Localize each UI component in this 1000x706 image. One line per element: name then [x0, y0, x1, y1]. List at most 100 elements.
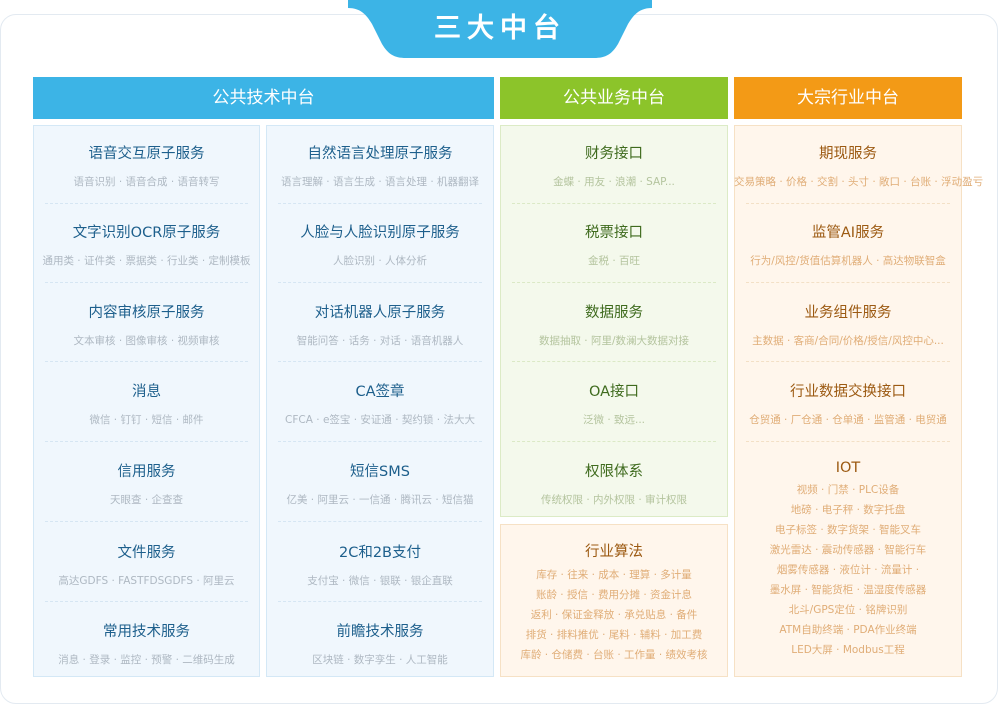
service-name: 税票接口 [585, 225, 643, 241]
divider [278, 203, 482, 204]
divider [746, 203, 950, 204]
divider [512, 203, 716, 204]
service-name: 数据服务 [585, 305, 643, 321]
service-desc: 消息 · 登录 · 监控 · 预警 · 二维码生成 [58, 654, 235, 666]
divider [512, 282, 716, 283]
service-cell: 文字识别OCR原子服务 通用类 · 证件类 · 票据类 · 行业类 · 定制模板 [33, 205, 260, 271]
service-desc: 支付宝 · 微信 · 银联 · 银企直联 [307, 575, 453, 587]
service-cell: OA接口 泛微 · 致远... [500, 364, 728, 430]
service-desc: 泛微 · 致远... [582, 414, 646, 426]
service-name: OA接口 [588, 384, 640, 400]
service-cell: 常用技术服务 消息 · 登录 · 监控 · 预警 · 二维码生成 [33, 604, 260, 670]
service-cell: 自然语言处理原子服务 语言理解 · 语言生成 · 语言处理 · 机器翻译 [266, 126, 494, 192]
biz-column-header: 公共业务中台 [500, 77, 728, 119]
page-title: 三大中台 [434, 13, 566, 44]
iot-line: 视频 · 门禁 · PLC设备 [796, 484, 900, 496]
service-name: 对话机器人原子服务 [314, 305, 446, 321]
iot-line: 墨水屏 · 智能货柜 · 温湿度传感器 [769, 584, 927, 596]
divider [278, 521, 482, 522]
divider [45, 521, 248, 522]
divider [45, 361, 248, 362]
ind-panel [734, 125, 962, 677]
service-name: 短信SMS [350, 464, 410, 480]
algo-line: 库存 · 往来 · 成本 · 理算 · 多计量 [536, 569, 692, 581]
iot-line: LED大屏 · Modbus工程 [791, 644, 905, 656]
service-desc: CFCA · e签宝 · 安证通 · 契约锁 · 法大大 [285, 414, 475, 426]
service-name: 2C和2B支付 [338, 545, 422, 561]
service-name: 消息 [132, 384, 161, 400]
service-cell: 短信SMS 亿美 · 阿里云 · 一信通 · 腾讯云 · 短信猫 [266, 444, 494, 510]
divider [278, 361, 482, 362]
iot-line: 地磅 · 电子秤 · 数字托盘 [790, 504, 906, 516]
service-desc: 语音识别 · 语音合成 · 语音转写 [73, 176, 220, 188]
service-desc: 金蝶 · 用友 · 浪潮 · SAP... [553, 176, 675, 188]
service-name: 内容审核原子服务 [88, 305, 205, 321]
ind-column-header: 大宗行业中台 [734, 77, 962, 119]
biz-algo-panel [500, 524, 728, 677]
service-cell: 数据服务 数据抽取 · 阿里/数澜大数据对接 [500, 285, 728, 351]
algo-cell: 行业算法 库存 · 往来 · 成本 · 理算 · 多计量 账龄 · 授信 · 费… [500, 524, 728, 665]
service-name: 信用服务 [117, 464, 176, 480]
service-desc: 高达GDFS · FASTFDSGDFS · 阿里云 [58, 575, 235, 587]
service-cell: 监管AI服务 行为/风控/货值估算机器人 · 高达物联智盒 [734, 205, 962, 271]
service-cell: 期现服务 交易策略 · 价格 · 交割 · 头寸 · 敞口 · 台账 · 浮动盈… [734, 126, 984, 192]
service-cell: 前瞻技术服务 区块链 · 数字孪生 · 人工智能 [266, 604, 494, 670]
service-desc: 交易策略 · 价格 · 交割 · 头寸 · 敞口 · 台账 · 浮动盈亏 [734, 176, 984, 188]
divider [512, 441, 716, 442]
divider [45, 601, 248, 602]
divider [512, 361, 716, 362]
service-name: 业务组件服务 [804, 305, 892, 321]
tech-column-header: 公共技术中台 [33, 77, 494, 119]
service-desc: 通用类 · 证件类 · 票据类 · 行业类 · 定制模板 [42, 255, 251, 267]
iot-name: IOT [835, 460, 861, 476]
divider [746, 441, 950, 442]
service-cell: 税票接口 金税 · 百旺 [500, 205, 728, 271]
service-desc: 天眼查 · 企查查 [109, 494, 183, 506]
service-desc: 文本审核 · 图像审核 · 视频审核 [73, 335, 220, 347]
algo-line: 排货 · 排料推优 · 尾料 · 辅料 · 加工费 [525, 629, 703, 641]
algo-line: 返利 · 保证金释放 · 承兑贴息 · 备件 [530, 609, 698, 621]
service-desc: 主数据 · 客商/合同/价格/授信/风控中心... [752, 335, 944, 347]
service-name: 自然语言处理原子服务 [307, 146, 453, 162]
service-name: 常用技术服务 [103, 624, 190, 640]
service-name: 财务接口 [585, 146, 643, 162]
iot-line: 电子标签 · 数字货架 · 智能叉车 [774, 524, 922, 536]
iot-line: ATM自助终端 · PDA作业终端 [779, 624, 917, 636]
service-cell: 消息 微信 · 钉钉 · 短信 · 邮件 [33, 364, 260, 430]
divider [746, 282, 950, 283]
service-desc: 金税 · 百旺 [587, 255, 640, 267]
iot-desc-list: 视频 · 门禁 · PLC设备 地磅 · 电子秤 · 数字托盘 电子标签 · 数… [734, 480, 962, 660]
divider [278, 441, 482, 442]
title-tab-shape [348, 0, 652, 58]
page-title-tab: 三大中台 [348, 0, 652, 58]
service-name: 语音交互原子服务 [88, 146, 205, 162]
algo-name: 行业算法 [585, 544, 643, 560]
service-desc: 行为/风控/货值估算机器人 · 高达物联智盒 [750, 255, 946, 267]
divider [45, 203, 248, 204]
iot-line: 烟雾传感器 · 液位计 · 流量计 · [776, 564, 920, 576]
service-cell: 内容审核原子服务 文本审核 · 图像审核 · 视频审核 [33, 285, 260, 351]
service-name: 权限体系 [585, 464, 643, 480]
service-desc: 仓贸通 · 厂仓通 · 仓单通 · 监管通 · 电贸通 [749, 414, 947, 426]
service-name: 监管AI服务 [811, 225, 885, 241]
divider [746, 361, 950, 362]
service-name: 文字识别OCR原子服务 [72, 225, 221, 241]
service-name: 人脸与人脸识别原子服务 [300, 225, 460, 241]
algo-line: 账龄 · 授信 · 费用分摊 · 资金计息 [535, 589, 693, 601]
service-desc: 区块链 · 数字孪生 · 人工智能 [312, 654, 448, 666]
biz-panel [500, 125, 728, 517]
service-desc: 人脸识别 · 人体分析 [332, 255, 427, 267]
service-name: 前瞻技术服务 [336, 624, 424, 640]
service-cell: 业务组件服务 主数据 · 客商/合同/价格/授信/风控中心... [734, 285, 962, 351]
iot-line: 北斗/GPS定位 · 铭牌识别 [788, 604, 908, 616]
iot-line: 激光雷达 · 震动传感器 · 智能行车 [769, 544, 927, 556]
service-cell: 行业数据交换接口 仓贸通 · 厂仓通 · 仓单通 · 监管通 · 电贸通 [734, 364, 962, 430]
service-name: 行业数据交换接口 [790, 384, 906, 400]
divider [278, 601, 482, 602]
service-cell: 信用服务 天眼查 · 企查查 [33, 444, 260, 510]
divider [45, 441, 248, 442]
service-name: 文件服务 [117, 545, 176, 561]
service-desc: 微信 · 钉钉 · 短信 · 邮件 [89, 414, 204, 426]
service-cell: 文件服务 高达GDFS · FASTFDSGDFS · 阿里云 [33, 525, 260, 591]
service-cell: 语音交互原子服务 语音识别 · 语音合成 · 语音转写 [33, 126, 260, 192]
